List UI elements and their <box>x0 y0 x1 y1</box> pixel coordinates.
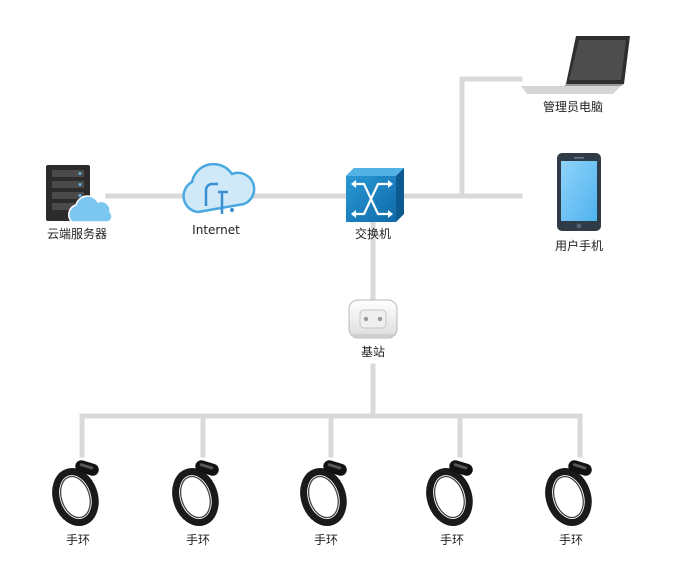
network-switch-icon <box>346 168 404 222</box>
band-label-3: 手环 <box>313 533 339 547</box>
base-station-label: 基站 <box>360 345 386 359</box>
band-label-5: 手环 <box>558 533 584 547</box>
band-group <box>52 460 592 526</box>
base-station-icon <box>348 299 398 339</box>
switch-label: 交换机 <box>354 227 392 241</box>
smart-band-icon <box>426 460 473 526</box>
smart-band-icon <box>545 460 592 526</box>
band-label-2: 手环 <box>185 533 211 547</box>
smart-band-icon <box>52 460 99 526</box>
admin-pc-label: 管理员电脑 <box>542 100 604 114</box>
cloud-server-icon <box>46 165 113 223</box>
smart-band-icon <box>172 460 219 526</box>
user-phone-label: 用户手机 <box>554 239 604 253</box>
smartphone-icon <box>557 153 601 231</box>
link-switch-laptop <box>459 76 523 199</box>
smart-band-icon <box>300 460 347 526</box>
laptop-icon <box>521 36 630 94</box>
internet-label: Internet <box>192 223 240 237</box>
cloud-server-label: 云端服务器 <box>46 227 108 241</box>
band-label-1: 手环 <box>65 533 91 547</box>
band-label-4: 手环 <box>439 533 465 547</box>
connection-lines <box>79 76 583 458</box>
internet-cloud-icon <box>182 162 256 214</box>
